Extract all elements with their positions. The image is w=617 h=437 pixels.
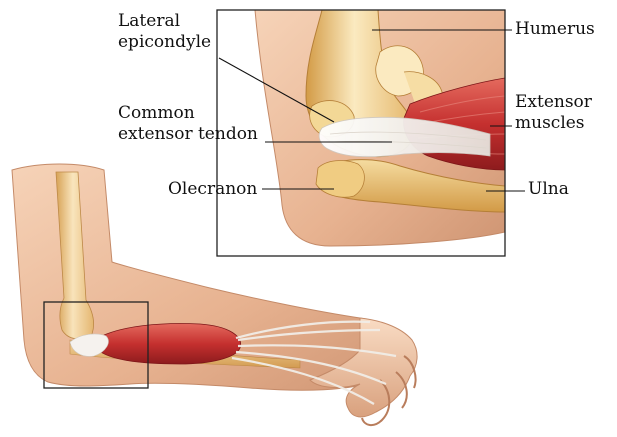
label-olecranon: Olecranon — [168, 179, 257, 200]
arm-extensor-muscle — [98, 324, 241, 364]
inset-panel — [217, 10, 505, 256]
label-ulna: Ulna — [528, 179, 569, 200]
label-humerus: Humerus — [515, 19, 595, 40]
label-lateral-epicondyle: Lateral epicondyle — [118, 11, 211, 53]
label-common-extensor-tendon: Common extensor tendon — [118, 103, 258, 145]
label-extensor-muscles: Extensor muscles — [515, 92, 592, 134]
